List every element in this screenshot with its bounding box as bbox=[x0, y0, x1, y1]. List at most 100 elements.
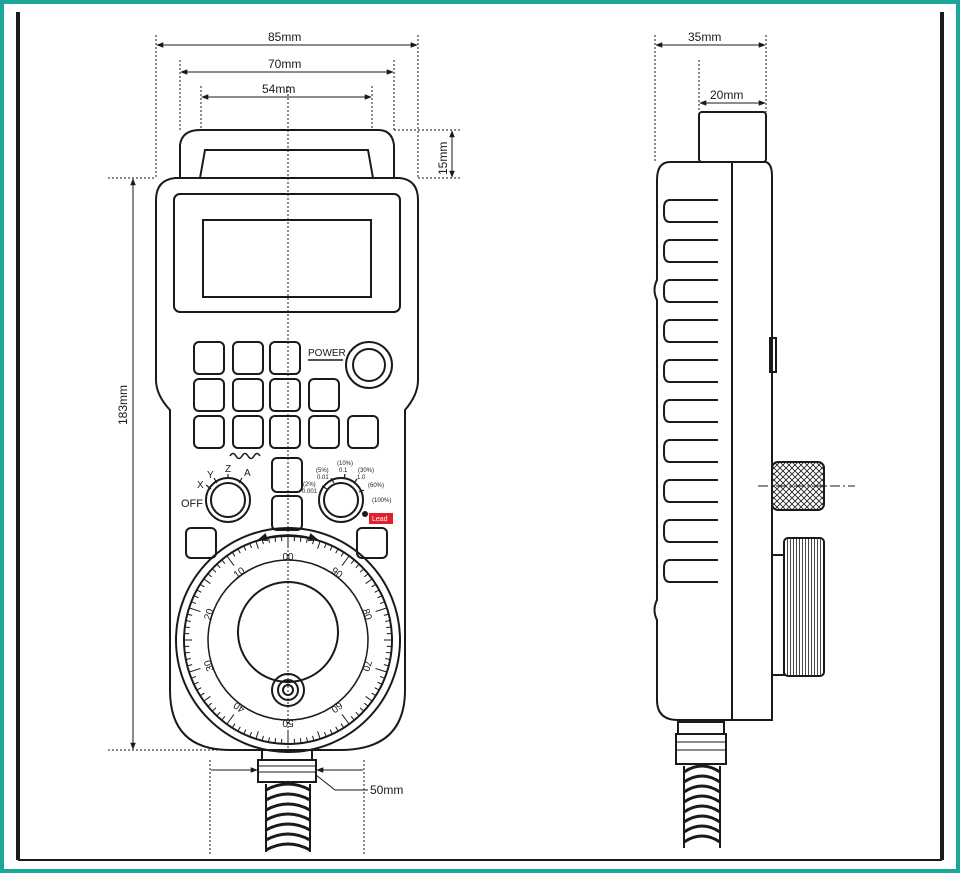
dim-35mm: 35mm bbox=[688, 30, 721, 44]
dial-tick bbox=[237, 548, 241, 554]
dial-tick bbox=[383, 664, 389, 667]
dim-54mm: 54mm bbox=[262, 82, 295, 96]
dial-tick bbox=[341, 714, 350, 725]
side-fin bbox=[663, 479, 718, 503]
dial-ticks bbox=[184, 536, 392, 744]
dial-tick bbox=[386, 651, 392, 654]
dial-tick bbox=[355, 711, 360, 717]
dial-tick bbox=[211, 707, 217, 712]
dial-tick bbox=[383, 613, 389, 616]
dial-tick bbox=[323, 731, 327, 737]
dim-20mm: 20mm bbox=[710, 88, 743, 102]
dim-70mm: 70mm bbox=[268, 57, 301, 71]
dial-tick bbox=[306, 537, 308, 543]
side-fin bbox=[663, 279, 718, 303]
dial-tick bbox=[196, 589, 202, 593]
dial-tick bbox=[243, 729, 247, 735]
dial-number: 80 bbox=[360, 608, 374, 622]
front-dimension-lines bbox=[108, 35, 462, 855]
dial-tick bbox=[211, 568, 217, 573]
dial-number: 60 bbox=[328, 699, 344, 715]
dial-tick bbox=[255, 731, 259, 740]
dial-tick bbox=[312, 735, 315, 741]
dial-tick bbox=[187, 613, 193, 616]
dial-tick bbox=[374, 687, 380, 691]
dial-tick bbox=[359, 707, 365, 712]
dial-tick bbox=[365, 696, 373, 702]
dial-tick bbox=[184, 626, 190, 629]
dial-tick bbox=[243, 545, 247, 551]
dial-tick bbox=[350, 715, 355, 721]
dial-tick bbox=[274, 738, 277, 744]
lead-badge bbox=[369, 513, 393, 524]
dial-tick bbox=[207, 702, 213, 707]
dial-tick bbox=[191, 675, 197, 679]
dial-tick bbox=[187, 664, 193, 667]
dial-tick bbox=[193, 595, 199, 599]
side-fin bbox=[663, 519, 718, 543]
dial-tick bbox=[385, 658, 391, 660]
dial-number: 10 bbox=[232, 565, 248, 581]
dial-tick bbox=[261, 735, 264, 741]
dial-tick bbox=[255, 540, 259, 549]
dial-tick bbox=[191, 601, 197, 605]
dial-tick bbox=[365, 578, 373, 584]
dial-tick bbox=[359, 568, 365, 573]
step-60-label: (60%) bbox=[368, 483, 384, 489]
step-2-label: (2%) bbox=[303, 482, 316, 488]
dial-tick bbox=[188, 667, 201, 673]
dial-tick bbox=[323, 543, 327, 549]
axis-off-label: OFF bbox=[181, 498, 203, 510]
dial-tick bbox=[216, 563, 221, 569]
axis-z-label: Z bbox=[225, 464, 231, 475]
dial-tick bbox=[312, 539, 315, 545]
dial-tick bbox=[199, 583, 205, 588]
dial-number: 00 bbox=[282, 552, 294, 563]
dial-tick bbox=[341, 555, 350, 566]
dial-tick bbox=[306, 737, 308, 743]
lead-label: Lead bbox=[372, 516, 388, 523]
step-30-label: (30%) bbox=[358, 468, 374, 474]
dial-tick bbox=[335, 726, 339, 732]
dial-tick bbox=[221, 715, 226, 721]
dial-tick bbox=[317, 731, 321, 740]
dial-tick bbox=[221, 559, 226, 565]
axis-y-label: Y bbox=[207, 470, 214, 481]
axis-a-label: A bbox=[244, 468, 251, 479]
side-fin bbox=[663, 239, 718, 263]
side-view bbox=[653, 111, 825, 848]
dial-tick bbox=[237, 726, 241, 732]
dial-tick bbox=[188, 607, 201, 613]
dim-85mm: 85mm bbox=[268, 30, 301, 44]
dial-tick bbox=[203, 696, 211, 702]
dim-50mm: 50mm bbox=[370, 783, 403, 797]
dial-tick bbox=[196, 687, 202, 691]
dial-tick bbox=[335, 548, 339, 554]
dial-tick bbox=[329, 729, 333, 735]
axis-x-label: X bbox=[197, 480, 204, 491]
dial-tick bbox=[268, 537, 270, 543]
dial-tick bbox=[355, 563, 360, 569]
step-30-value: 1.0 bbox=[357, 475, 366, 481]
side-fins bbox=[663, 199, 718, 583]
side-fin bbox=[663, 359, 718, 383]
side-fin bbox=[663, 319, 718, 343]
dial-tick bbox=[226, 555, 235, 566]
dial-tick bbox=[379, 675, 385, 679]
dial-tick bbox=[207, 573, 213, 578]
dial-tick bbox=[249, 543, 253, 549]
dial-tick bbox=[249, 731, 253, 737]
dial-tick bbox=[231, 551, 236, 557]
dial-tick bbox=[261, 539, 264, 545]
dial-tick bbox=[199, 692, 205, 697]
dial-tick bbox=[317, 540, 321, 549]
dim-15mm: 15mm bbox=[436, 142, 450, 175]
dial-tick bbox=[385, 620, 391, 622]
dial-tick bbox=[375, 667, 388, 673]
dial-tick bbox=[379, 601, 385, 605]
side-dimension-lines bbox=[654, 35, 767, 162]
step-100-label: (100%) bbox=[372, 498, 391, 504]
power-label: POWER bbox=[308, 348, 346, 359]
